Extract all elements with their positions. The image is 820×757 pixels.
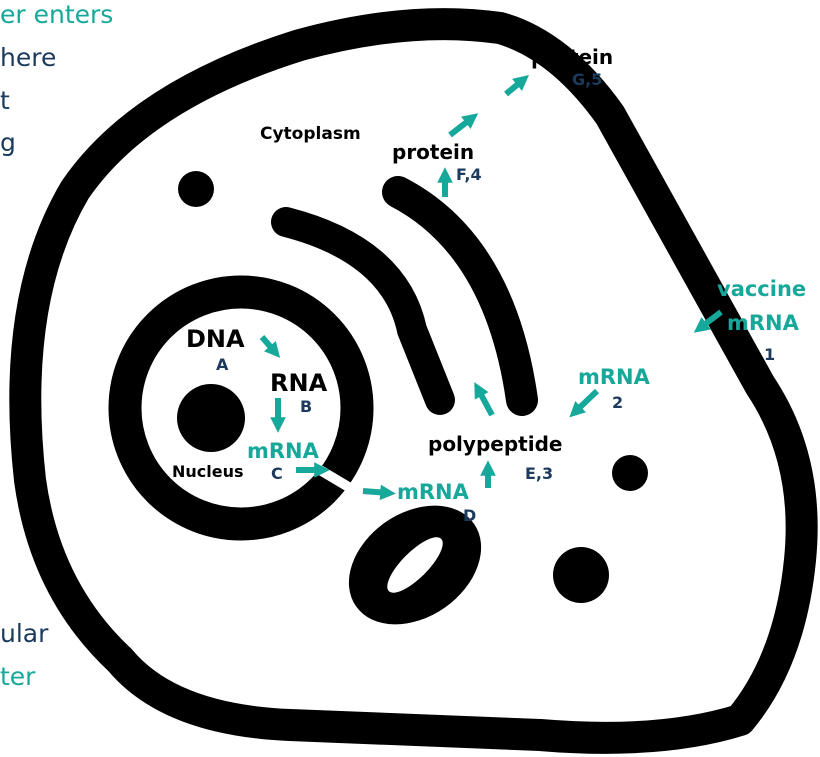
dna-label: DNA: [186, 325, 245, 353]
arrow-vaccine-entry: [693, 309, 723, 333]
mrna-cytoplasm-code: D: [463, 506, 476, 525]
polypeptide-label: polypeptide: [428, 432, 562, 456]
mrna-nucleus-label: mRNA: [247, 439, 320, 463]
rna-label: RNA: [270, 369, 328, 397]
arrow-mrna-to-polypeptide-vaccine: [569, 388, 600, 418]
vaccine-label: vaccine: [717, 277, 806, 301]
er-outer-band: [382, 176, 538, 416]
edge-text-line2: here: [0, 43, 57, 72]
arrow-membrane-to-protein: [504, 75, 530, 97]
cell-membrane: [9, 8, 818, 754]
edge-text-line6: ter: [0, 662, 36, 691]
mrna-vaccine-inside-code: 2: [612, 393, 623, 412]
membrane-gap-right: [655, 336, 693, 366]
rna-code: B: [300, 397, 312, 416]
mrna-vaccine-inside-label: mRNA: [578, 365, 651, 389]
dna-code: A: [216, 355, 229, 374]
vesicle-top-left: [178, 171, 214, 207]
protein-inner-label: protein: [392, 140, 474, 164]
mrna-nucleus-code: C: [271, 464, 283, 483]
arrow-pore-to-mrna: [362, 484, 396, 501]
edge-text-line5: ular: [0, 619, 49, 648]
arrow-polypeptide-to-er: [474, 382, 495, 417]
edge-text-line1: er enters: [0, 0, 114, 29]
arrow-dna-to-rna: [259, 335, 281, 358]
vaccine-code: 1: [764, 345, 775, 364]
polypeptide-code: E,3: [525, 464, 553, 483]
er-inner-band: [271, 207, 455, 415]
protein-outer-code: G,5: [572, 70, 602, 89]
vesicle-large-right: [553, 547, 609, 603]
nucleolus: [177, 384, 245, 452]
mitochondrion: [348, 505, 482, 625]
protein-inner-code: F,4: [456, 165, 482, 184]
protein-outer-label: protein: [531, 45, 613, 69]
nucleus-label: Nucleus: [172, 462, 244, 481]
mrna-cytoplasm-label: mRNA: [397, 480, 470, 504]
vesicle-small-right: [612, 455, 648, 491]
edge-text-line3: t: [0, 86, 10, 115]
arrow-protein-to-membrane: [448, 113, 479, 138]
vaccine-mrna-label: mRNA: [727, 311, 800, 335]
cytoplasm-label: Cytoplasm: [260, 124, 361, 144]
nuclear-envelope: [108, 275, 374, 541]
edge-text-line4: g: [0, 128, 16, 157]
